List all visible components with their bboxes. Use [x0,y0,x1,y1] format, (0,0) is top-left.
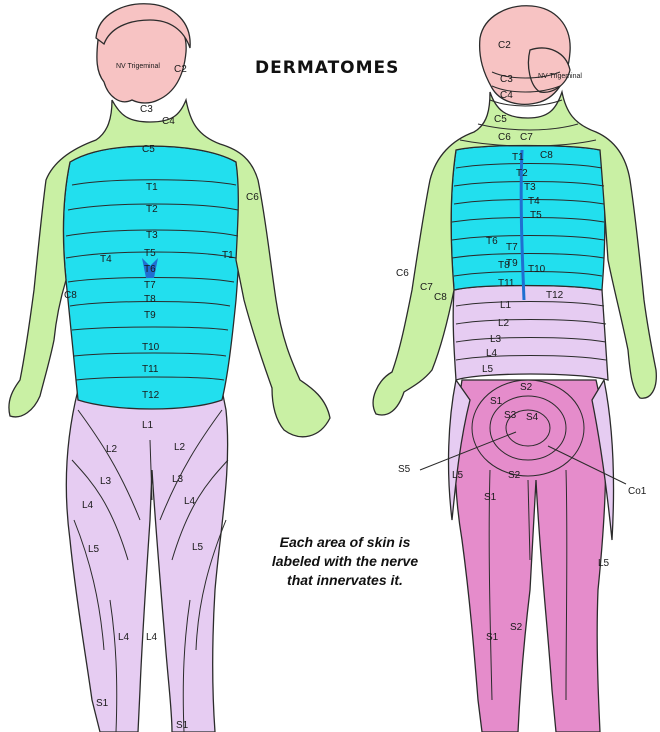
label: L1 [500,300,512,311]
label: S3 [504,410,517,421]
label: T11 [142,364,159,375]
caption: Each area of skin is labeled with the ne… [225,533,465,590]
label: T3 [524,182,536,193]
label: S1 [490,396,503,407]
label: S1 [176,720,189,731]
label: T10 [528,264,546,275]
label: L5 [88,544,100,555]
label: S1 [96,698,109,709]
label: C7 [520,132,533,143]
caption-line: that innervates it. [225,571,465,590]
label: C4 [162,116,175,127]
label: T1 [146,182,158,193]
label: T10 [142,342,160,353]
label: S1 [486,632,499,643]
label: L4 [118,632,130,643]
back-legs-sacral-region [455,380,605,732]
label: NV Trigeminal [538,73,582,80]
label: C5 [494,114,507,125]
label: C3 [140,104,153,115]
label: T8 [144,294,156,305]
label: T1 [512,152,524,163]
front-legs-lumbar-region [66,390,227,732]
diagram-title: DERMATOMES [255,58,399,78]
label: T9 [144,310,156,321]
label: S2 [520,382,533,393]
label: L3 [172,474,184,485]
label: C5 [142,144,155,155]
label: C7 [420,282,433,293]
label: C6 [498,132,511,143]
label: C8 [64,290,77,301]
label: T5 [144,248,156,259]
label: L3 [490,334,502,345]
label: S4 [526,412,539,423]
label: S5 [398,464,411,475]
label: C2 [174,64,187,75]
label: L2 [106,444,118,455]
label: L2 [174,442,186,453]
label: C2 [498,40,511,51]
label: L5 [598,558,610,569]
label: T11 [498,278,515,289]
label: C8 [434,292,447,303]
caption-line: Each area of skin is [225,533,465,552]
label: T2 [516,168,528,179]
label: S2 [510,622,523,633]
label: L5 [192,542,204,553]
label: T5 [530,210,542,221]
label: L4 [486,348,498,359]
label: T12 [142,390,160,401]
label: L2 [498,318,510,329]
label: Co1 [628,486,647,497]
label: T4 [100,254,112,265]
label: S2 [508,470,521,481]
label: T2 [146,204,158,215]
label: T7 [144,280,156,291]
label: T6 [144,264,156,275]
label: L4 [82,500,94,511]
label: T9 [506,258,518,269]
front-figure [9,4,330,732]
label: L4 [146,632,158,643]
label: L4 [184,496,196,507]
label: NV Trigeminal [116,63,160,70]
label: T7 [506,242,518,253]
label: T4 [528,196,540,207]
label: S1 [484,492,497,503]
label: L1 [142,420,154,431]
label: L5 [452,470,464,481]
label: C6 [396,268,409,279]
caption-line: labeled with the nerve [225,552,465,571]
label: L5 [482,364,494,375]
label: C4 [500,90,513,101]
label: T1 [222,250,234,261]
label: C8 [540,150,553,161]
label: T3 [146,230,158,241]
back-lumbar-region [453,286,608,381]
label: T6 [486,236,498,247]
label: C3 [500,74,513,85]
label: L3 [100,476,112,487]
label: C6 [246,192,259,203]
label: T12 [546,290,564,301]
